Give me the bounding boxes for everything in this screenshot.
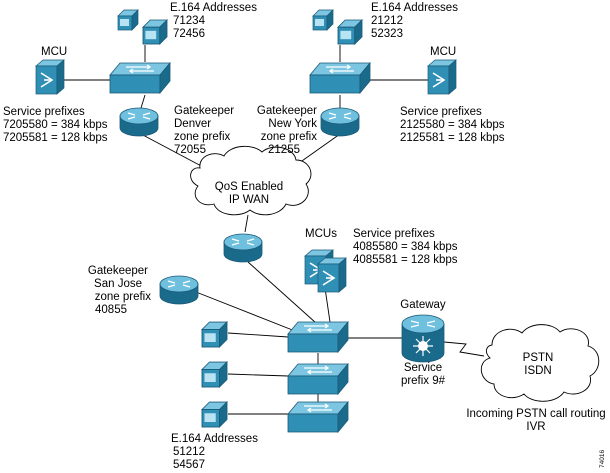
svg-text:54567: 54567 [173,459,205,471]
label-pstn: PSTN ISDN [523,352,554,377]
sanjose-endpoint-3 [201,401,228,428]
pstn-isdn-cloud [480,324,600,402]
mcu-denver [35,59,65,95]
svg-text:2125580 = 384 kbps: 2125580 = 384 kbps [400,119,505,131]
gateway-device [401,314,445,363]
svg-text:IP WAN: IP WAN [229,194,269,206]
svg-text:2125581 = 128 kbps: 2125581 = 128 kbps [400,132,505,144]
svg-text:Gatekeeper: Gatekeeper [257,105,317,117]
svg-text:Denver: Denver [174,118,211,130]
label-service-newyork: Service prefixes 2125580 = 384 kbps 2125… [400,106,505,144]
sanjose-main-switch [287,321,349,353]
label-gatekeeper-newyork: Gatekeeper New York zone prefix 21255 [257,105,317,156]
label-gatekeeper-denver: Gatekeeper Denver zone prefix 72055 [174,105,234,156]
svg-text:IVR: IVR [526,421,545,433]
svg-text:Gateway: Gateway [400,299,446,311]
label-e164-newyork: E.164 Addresses 21212 52323 [371,2,458,40]
sanjose-switch-3 [287,401,349,433]
svg-text:E.164 Addresses: E.164 Addresses [171,433,258,445]
newyork-switch [309,62,371,94]
gatekeeper-newyork-router [320,107,360,137]
ip-wan-cloud [190,145,312,216]
svg-text:21255: 21255 [268,144,300,156]
denver-switch [109,62,171,94]
label-mcus-sanjose: MCUs [305,228,337,240]
newyork-endpoint-1 [312,9,334,31]
svg-text:Service prefixes: Service prefixes [3,106,85,118]
svg-text:52323: 52323 [371,28,403,40]
svg-text:40855: 40855 [95,304,127,316]
wan-hub-router [223,233,263,263]
label-mcu-newyork: MCU [430,46,456,58]
label-service-denver: Service prefixes 7205580 = 384 kbps 7205… [3,106,108,144]
gatekeeper-denver-router [119,107,159,137]
label-e164-sanjose: E.164 Addresses 51212 54567 [171,433,258,471]
svg-text:Gatekeeper: Gatekeeper [174,105,234,117]
svg-text:Service prefixes: Service prefixes [400,106,482,118]
svg-text:51212: 51212 [173,446,205,458]
gatekeeper-sanjose-router [159,275,199,305]
label-incoming: Incoming PSTN call routing IVR [466,408,605,433]
svg-text:7205580 = 384 kbps: 7205580 = 384 kbps [3,119,108,131]
svg-text:71234: 71234 [173,15,206,27]
svg-text:E.164 Addresses: E.164 Addresses [170,2,257,14]
svg-text:Service prefixes: Service prefixes [353,228,435,240]
svg-text:72055: 72055 [174,144,206,156]
svg-text:QoS Enabled: QoS Enabled [215,181,283,193]
label-wan: QoS Enabled IP WAN [215,181,283,206]
svg-text:zone prefix: zone prefix [261,131,318,143]
svg-text:21212: 21212 [371,15,403,27]
sanjose-endpoint-2 [201,361,228,388]
svg-text:Gatekeeper: Gatekeeper [88,265,148,277]
figure-id: 74016 [599,450,606,468]
svg-text:zone prefix: zone prefix [174,131,231,143]
svg-text:7205581 = 128 kbps: 7205581 = 128 kbps [3,132,108,144]
label-mcu-denver: MCU [41,46,67,58]
svg-text:72456: 72456 [173,28,205,40]
svg-text:San Jose: San Jose [94,278,142,290]
svg-text:Incoming PSTN call routing: Incoming PSTN call routing [466,408,605,420]
svg-text:Service: Service [404,362,442,374]
mcu-newyork [427,59,457,95]
label-gatekeeper-sanjose: Gatekeeper San Jose zone prefix 40855 [88,265,151,316]
label-gateway: Gateway Service prefix 9# [400,299,446,387]
newyork-endpoint-2 [337,19,363,45]
svg-text:zone prefix: zone prefix [95,291,152,303]
svg-text:New York: New York [268,118,317,130]
links [62,45,485,415]
svg-text:4085581 = 128 kbps: 4085581 = 128 kbps [353,254,458,266]
sanjose-endpoint-1 [201,321,228,348]
label-service-sanjose: Service prefixes 4085580 = 384 kbps 4085… [353,228,458,266]
sanjose-switch-2 [287,363,349,395]
mcus-sanjose-2 [317,257,347,293]
label-e164-denver: E.164 Addresses 71234 72456 [170,2,257,40]
svg-text:4085580 = 384 kbps: 4085580 = 384 kbps [353,241,458,253]
svg-text:PSTN: PSTN [523,352,554,364]
denver-endpoint-1 [117,9,139,31]
svg-text:prefix 9#: prefix 9# [401,375,446,387]
svg-text:ISDN: ISDN [524,365,551,377]
svg-text:E.164 Addresses: E.164 Addresses [371,2,458,14]
denver-endpoint-2 [142,19,168,45]
